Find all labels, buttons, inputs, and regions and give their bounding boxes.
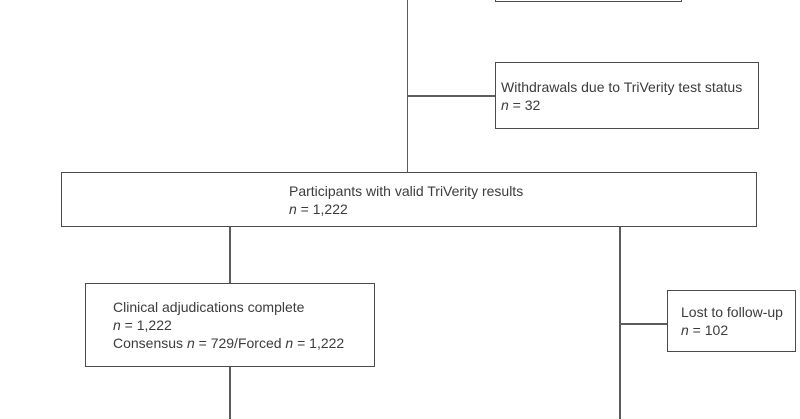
clinical-adjudications-box: Clinical adjudications complete n = 1,22… <box>85 283 375 367</box>
cutoff-box-top <box>495 0 682 2</box>
connector-clinical-branch-lower <box>229 366 231 419</box>
n-italic: n <box>113 317 121 333</box>
connector-top-vertical <box>406 0 408 173</box>
n-italic: n <box>681 322 689 338</box>
n-italic: n <box>186 335 195 351</box>
n-italic: n <box>289 200 297 217</box>
n-value: = 1,222 <box>293 335 345 351</box>
connector-withdrawals-branch <box>407 95 495 97</box>
lost-n-line: n = 102 <box>681 321 795 339</box>
text-segment: Withdrawals due to TriVerity test status <box>501 78 743 95</box>
clinical-n-line: n = 1,222 <box>113 316 374 334</box>
connector-right-vertical <box>619 226 621 419</box>
text-segment: Clinical adjudications complete <box>113 299 305 315</box>
text-segment: = 729/Forced <box>194 335 286 351</box>
text-segment: Participants with valid TriVerity result… <box>289 182 524 199</box>
lost-title-line: Lost to follow-up <box>681 303 795 321</box>
withdrawals-title-line: Withdrawals due to TriVerity test status <box>501 78 758 96</box>
text-segment: Consensus <box>113 335 187 351</box>
text-segment: Lost to follow-up <box>681 304 783 320</box>
n-value: = 32 <box>508 96 541 113</box>
withdrawals-n-line: n = 32 <box>501 96 758 114</box>
n-italic: n <box>285 335 294 351</box>
participants-title-line: Participants with valid TriVerity result… <box>289 182 756 200</box>
n-value: = 102 <box>688 322 729 338</box>
participants-box: Participants with valid TriVerity result… <box>61 172 757 227</box>
connector-clinical-branch-upper <box>229 226 231 284</box>
n-value: = 1,222 <box>296 200 348 217</box>
withdrawals-box: Withdrawals due to TriVerity test status… <box>495 62 759 129</box>
participants-n-line: n = 1,222 <box>289 200 756 218</box>
n-value: = 1,222 <box>120 317 172 333</box>
clinical-consensus-line: Consensus n = 729/Forced n = 1,222 <box>113 334 374 352</box>
n-italic: n <box>501 96 509 113</box>
clinical-title-line: Clinical adjudications complete <box>113 298 374 316</box>
lost-to-follow-up-box: Lost to follow-up n = 102 <box>667 290 796 352</box>
connector-lost-branch <box>620 323 668 325</box>
